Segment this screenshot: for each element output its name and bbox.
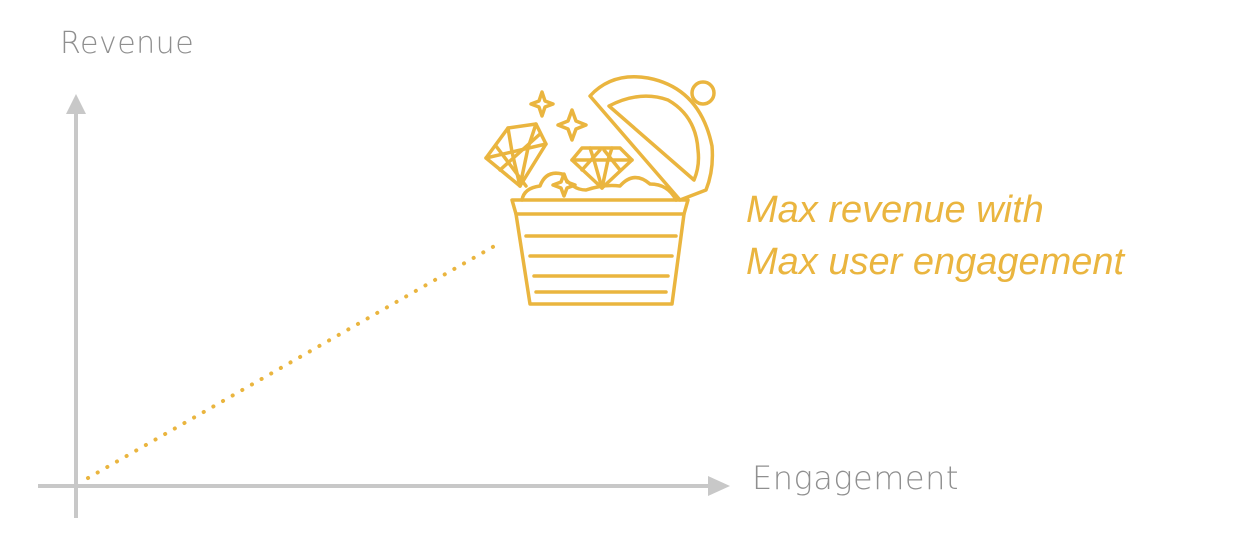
caption-line-2: Max user engagement bbox=[746, 241, 1125, 283]
x-axis bbox=[38, 476, 730, 496]
y-axis-label: Revenue bbox=[60, 26, 195, 61]
treasure-chest-icon bbox=[484, 75, 716, 306]
y-axis bbox=[66, 94, 86, 518]
x-axis-label: Engagement bbox=[752, 459, 959, 497]
trend-line-dotted bbox=[86, 242, 500, 480]
caption: Max revenue with Max user engagement bbox=[746, 184, 1124, 288]
y-axis-arrowhead bbox=[66, 94, 86, 114]
caption-line-1: Max revenue with bbox=[746, 189, 1044, 231]
x-axis-arrowhead bbox=[708, 476, 730, 496]
